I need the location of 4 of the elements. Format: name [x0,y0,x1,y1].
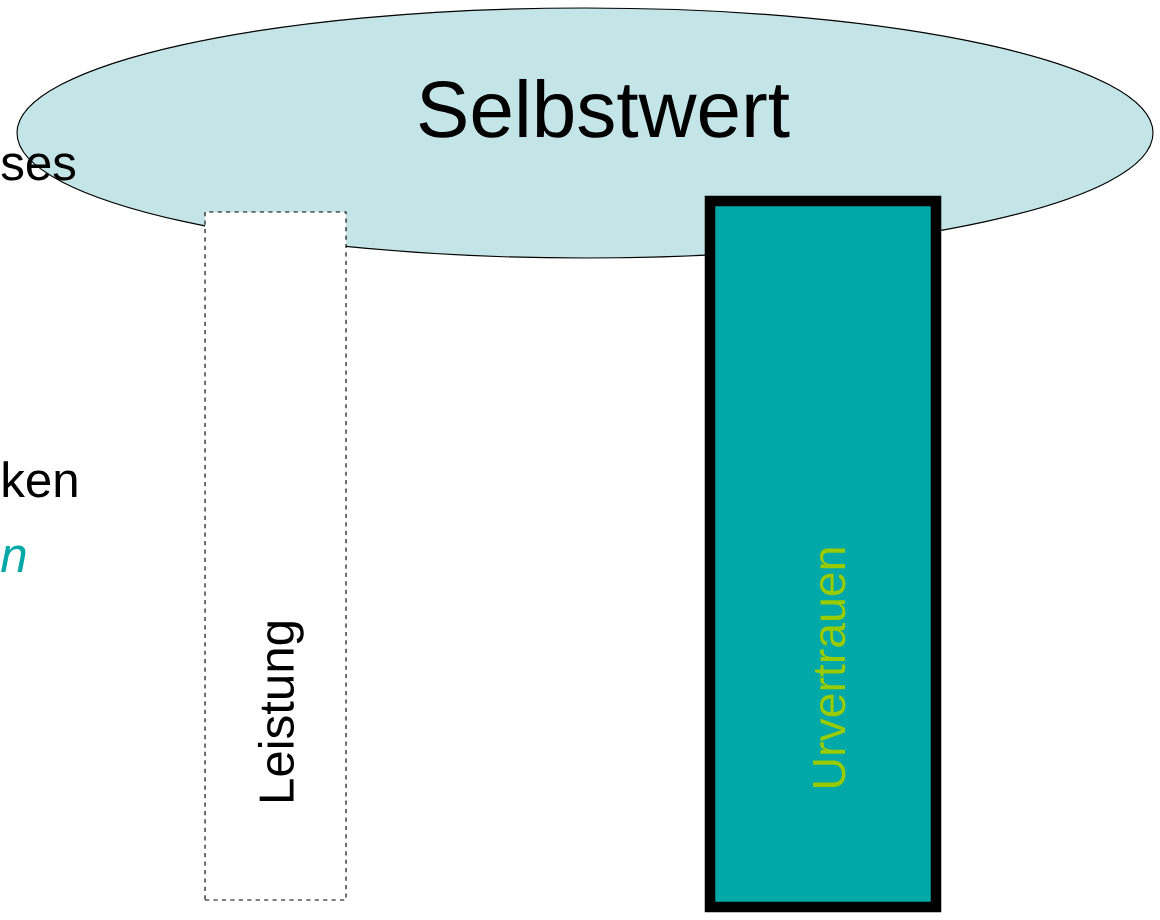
text-fragment: ken [3,461,77,498]
dashed-bar: Leistung [204,211,347,901]
text-fragment: n [1,545,26,572]
pillar-bar: Urvertrauen [704,195,942,913]
